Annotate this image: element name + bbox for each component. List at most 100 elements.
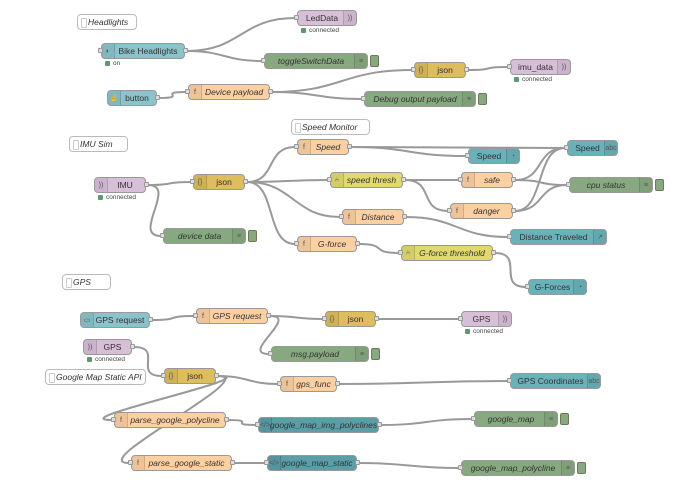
input-port[interactable] (294, 241, 299, 246)
output-port[interactable] (183, 48, 188, 53)
wire-n_safe-to-n_speedtext[interactable] (514, 147, 566, 181)
wire-n_imu-to-n_json2[interactable] (147, 181, 192, 186)
output-port[interactable] (402, 214, 407, 219)
wire-n_danger-to-n_speedtext[interactable] (514, 147, 566, 212)
debug-toggle-button[interactable] (577, 462, 586, 474)
debug-node[interactable]: ≡google_map (474, 411, 558, 427)
comment-node[interactable]: Google Map Static API (45, 369, 146, 385)
output-port[interactable] (355, 460, 360, 465)
input-port[interactable] (322, 316, 327, 321)
input-port[interactable] (564, 145, 569, 150)
output-port[interactable] (268, 89, 273, 94)
input-port[interactable] (261, 58, 266, 63)
input-port[interactable] (507, 378, 512, 383)
debug-toggle-button[interactable] (478, 93, 487, 105)
wire-n_json1-to-n_imu_out[interactable] (467, 66, 509, 71)
ui-button-node[interactable]: ☝button (107, 90, 157, 106)
output-port[interactable] (243, 179, 248, 184)
comment-node[interactable]: IMU Sim (69, 136, 128, 152)
input-port[interactable] (458, 316, 463, 321)
input-port[interactable] (471, 416, 476, 421)
debug-node[interactable]: ≡cpu status (569, 177, 653, 193)
wire-n_bike-to-n_led[interactable] (186, 17, 296, 52)
wire-n_parsepoly-to-n_gmapimgpoly[interactable] (227, 419, 257, 426)
output-port[interactable] (401, 177, 406, 182)
json-node[interactable]: {}json (193, 174, 245, 190)
input-port[interactable] (507, 64, 512, 69)
wire-n_bike-to-n_toggle[interactable] (186, 50, 263, 62)
input-port[interactable] (161, 373, 166, 378)
mqtt-in-node[interactable]: ))GPS (83, 339, 132, 355)
template-node[interactable]: </>google_map_img_polyclines (258, 417, 379, 433)
mqtt-out-node[interactable]: ))LedData (297, 10, 357, 26)
input-port[interactable] (98, 48, 103, 53)
wire-n_speedfn-to-n_speedtext[interactable] (350, 146, 566, 149)
wire-n_json2-to-n_speedfn[interactable] (246, 146, 296, 183)
wire-n_button-to-n_devpay[interactable] (158, 91, 187, 99)
input-port[interactable] (525, 284, 530, 289)
wire-n_gpsreq_fn-to-n_json3[interactable] (269, 315, 324, 320)
output-port[interactable] (374, 316, 379, 321)
output-port[interactable] (266, 313, 271, 318)
input-port[interactable] (190, 179, 195, 184)
debug-node[interactable]: ≡msg.payload (271, 346, 369, 362)
input-port[interactable] (507, 234, 512, 239)
switch-node[interactable]: ⑃speed thresh (330, 172, 403, 188)
wire-n_gmapimgpoly-to-n_gmap[interactable] (380, 418, 473, 426)
comment-node[interactable]: Headlights (77, 14, 137, 30)
ui-chart-node[interactable]: ↗Distance Traveled (510, 229, 607, 245)
output-port[interactable] (464, 67, 469, 72)
input-port[interactable] (327, 177, 332, 182)
wire-n_devpay-to-n_dbgout[interactable] (271, 91, 363, 100)
input-port[interactable] (128, 460, 133, 465)
debug-toggle-button[interactable] (655, 179, 664, 191)
input-port[interactable] (398, 250, 403, 255)
comment-node[interactable]: Speed Monitor (291, 119, 370, 135)
input-port[interactable] (294, 144, 299, 149)
output-port[interactable] (130, 344, 135, 349)
output-port[interactable] (214, 373, 219, 378)
ui-input-node[interactable]: ▭GPS request (80, 312, 150, 328)
wire-n_gpsreq_fn-to-n_msgpay[interactable] (259, 315, 280, 355)
mqtt-out-node[interactable]: ))imu_data (510, 59, 571, 75)
output-port[interactable] (144, 182, 149, 187)
wire-n_gthresh-to-n_gforces[interactable] (494, 252, 527, 288)
wire-n_devpay-to-n_json1[interactable] (271, 69, 413, 93)
input-port[interactable] (411, 67, 416, 72)
input-port[interactable] (111, 417, 116, 422)
json-node[interactable]: {}json (164, 368, 216, 384)
wire-n_gpsfunc-to-n_gpscoord[interactable] (338, 380, 509, 385)
debug-node[interactable]: ≡Debug output payload (364, 91, 476, 107)
input-port[interactable] (465, 153, 470, 158)
output-port[interactable] (148, 317, 153, 322)
wire-n_speedfn-to-n_speedgauge[interactable] (350, 146, 467, 157)
ui-switch-node[interactable]: ◐Bike Headlights (101, 43, 185, 59)
wire-n_json2-to-n_speedthresh[interactable] (246, 179, 329, 183)
switch-node[interactable]: ⑃G-force threshold (401, 245, 493, 261)
output-port[interactable] (511, 177, 516, 182)
input-port[interactable] (339, 214, 344, 219)
debug-toggle-button[interactable] (560, 413, 569, 425)
wire-n_safe-to-n_cpustatus[interactable] (514, 179, 568, 186)
ui-gauge-node[interactable]: ◔Speed (468, 148, 520, 164)
wire-n_distance-to-n_disttrav[interactable] (405, 216, 509, 238)
input-port[interactable] (447, 208, 452, 213)
wire-n_gps_in-to-n_json4[interactable] (133, 346, 163, 377)
debug-node[interactable]: ≡toggleSwitchData (264, 53, 368, 69)
json-node[interactable]: {}json (325, 311, 376, 327)
json-node[interactable]: {}json (414, 62, 466, 78)
mqtt-out-node[interactable]: ))GPS (461, 311, 512, 327)
wire-n_speedthresh-to-n_danger[interactable] (404, 179, 449, 212)
output-port[interactable] (230, 460, 235, 465)
wire-n_json2-to-n_distance[interactable] (246, 181, 341, 218)
input-port[interactable] (255, 422, 260, 427)
input-port[interactable] (193, 313, 198, 318)
